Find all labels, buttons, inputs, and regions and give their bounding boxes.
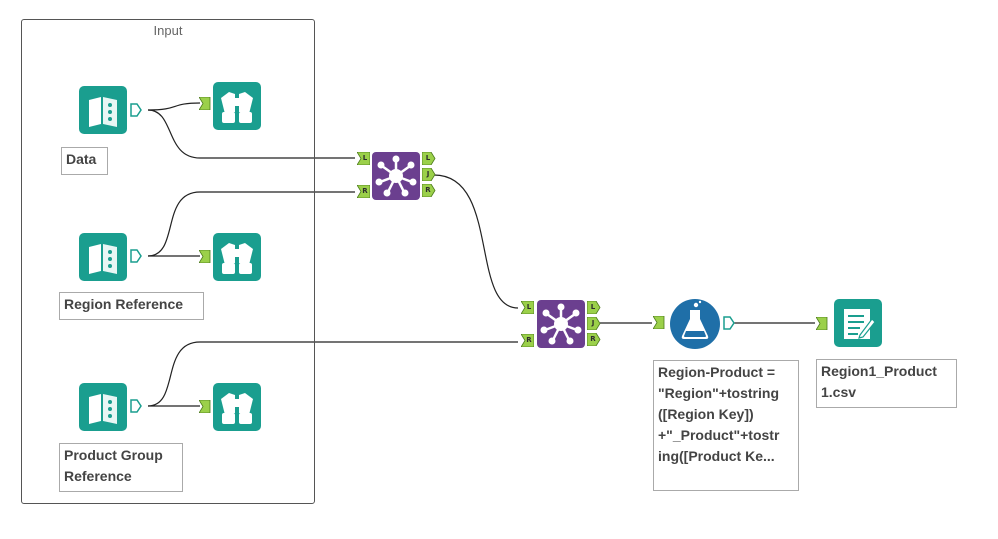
browse-tool-2[interactable] [213, 233, 261, 281]
output-input-anchor[interactable] [816, 317, 828, 330]
join-output-left-anchor[interactable]: L [422, 152, 436, 165]
join-input-right-anchor[interactable]: R [357, 185, 370, 198]
annotation-formula: Region-Product = "Region"+tostring ([Reg… [653, 360, 799, 491]
output-anchor[interactable] [130, 249, 142, 263]
join-output-right-anchor[interactable]: R [587, 333, 601, 346]
output-data-icon [834, 299, 882, 347]
input-anchor[interactable] [199, 250, 211, 263]
input-data-tool-region[interactable] [79, 233, 127, 281]
join-tool-1[interactable] [372, 152, 420, 200]
formula-tool[interactable] [669, 298, 721, 350]
browse-tool-3[interactable] [213, 383, 261, 431]
binoculars-icon [213, 233, 261, 281]
connection-lines [147, 102, 815, 407]
container-title: Input [153, 23, 183, 38]
join-output-join-anchor[interactable]: J [587, 317, 601, 330]
formula-output-anchor[interactable] [723, 316, 735, 330]
input-data-icon [79, 383, 127, 431]
binoculars-icon [213, 383, 261, 431]
annotation-data: Data [61, 147, 108, 175]
annotation-product-group-reference: Product Group Reference [59, 443, 183, 492]
output-data-tool[interactable] [834, 299, 882, 347]
input-data-tool-product[interactable] [79, 383, 127, 431]
annotation-region-reference: Region Reference [59, 292, 204, 320]
output-anchor[interactable] [130, 103, 142, 117]
join-tool-2[interactable] [537, 300, 585, 348]
input-data-icon [79, 233, 127, 281]
input-data-tool-data[interactable] [79, 86, 127, 134]
input-anchor[interactable] [199, 97, 211, 110]
join-icon [372, 152, 420, 200]
join-icon [537, 300, 585, 348]
join-output-left-anchor[interactable]: L [587, 301, 601, 314]
flask-icon [670, 299, 720, 349]
annotation-output-file: Region1_Product 1.csv [816, 359, 957, 408]
input-container[interactable]: Input [21, 19, 315, 504]
join-output-join-anchor[interactable]: J [422, 168, 436, 181]
formula-input-anchor[interactable] [653, 316, 665, 329]
output-anchor[interactable] [130, 399, 142, 413]
join-output-right-anchor[interactable]: R [422, 184, 436, 197]
join-input-left-anchor[interactable]: L [357, 152, 370, 165]
browse-tool-1[interactable] [213, 82, 261, 130]
input-data-icon [79, 86, 127, 134]
input-anchor[interactable] [199, 400, 211, 413]
join-input-left-anchor[interactable]: L [521, 301, 534, 314]
binoculars-icon [213, 82, 261, 130]
join-input-right-anchor[interactable]: R [521, 334, 534, 347]
